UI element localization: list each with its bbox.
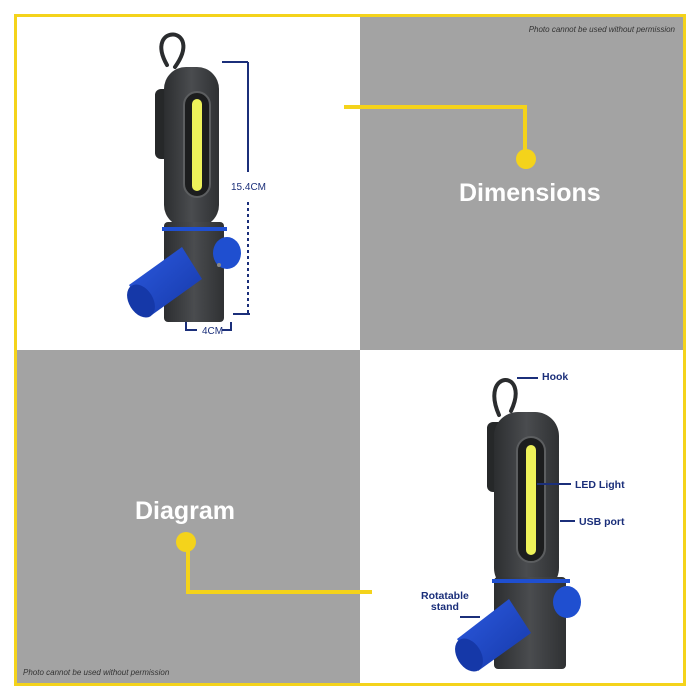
height-value: 15.4CM <box>231 182 267 193</box>
callout-hook: Hook <box>542 371 569 383</box>
callout-led-light: LED Light <box>575 479 625 491</box>
width-dimension-line <box>185 322 232 331</box>
height-dimension-line <box>222 61 250 315</box>
width-value: 4CM <box>202 326 224 337</box>
connector-dot-icon <box>516 149 536 169</box>
image-frame: Photo cannot be used without permission … <box>14 14 686 686</box>
callout-stand-line1: Rotatable <box>421 590 469 602</box>
callout-usb-port: USB port <box>579 516 625 528</box>
dimensions-title: Dimensions <box>459 179 601 207</box>
callout-rotatable-stand: Rotatable stand <box>421 591 469 613</box>
work-light-icon <box>455 378 581 672</box>
callout-stand-line2: stand <box>430 601 459 613</box>
work-light-icon <box>127 32 241 322</box>
illustration-layer <box>127 32 581 672</box>
watermark-bottom: Photo cannot be used without permission <box>23 668 170 677</box>
dimensions-connector <box>344 105 536 169</box>
dimensions-title-panel <box>360 17 683 350</box>
diagram-title: Diagram <box>135 497 236 525</box>
callout-leaders <box>460 377 575 618</box>
diagram-title-panel <box>17 350 360 683</box>
diagram-connector <box>176 532 372 594</box>
connector-dot-icon <box>176 532 196 552</box>
watermark-top: Photo cannot be used without permission <box>528 25 675 34</box>
